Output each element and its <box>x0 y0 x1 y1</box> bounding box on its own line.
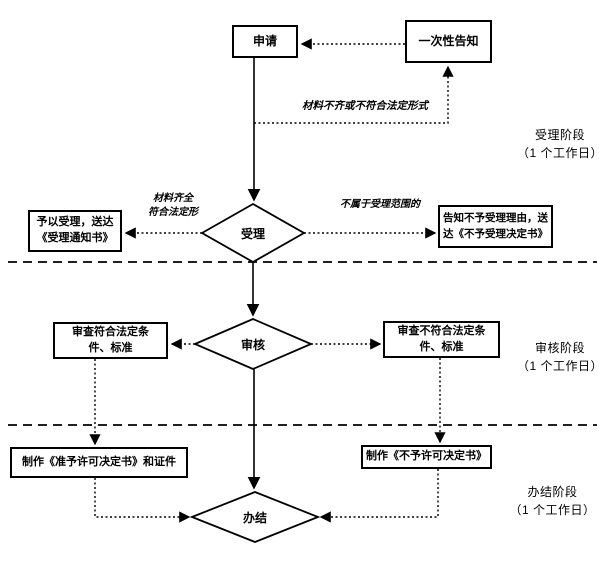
finish-diamond <box>189 491 321 543</box>
stage-label-review: 审核阶段 （1 个工作日） <box>516 341 603 373</box>
stage-label-acceptance: 受理阶段 （1 个工作日） <box>516 128 603 160</box>
notice-box: 一次性告知 <box>405 20 492 63</box>
grant-acceptance-box: 予以受理，送达 《受理通知书》 <box>28 210 122 252</box>
edge-label-out-of-scope: 不属于受理范围的 <box>340 199 420 210</box>
apply-box: 申请 <box>232 25 298 58</box>
accept-diamond <box>200 202 306 264</box>
review-diamond <box>192 318 314 370</box>
edge-branch-to-notice <box>254 65 454 124</box>
stage-label-completion: 办结阶段 （1 个工作日） <box>509 485 596 517</box>
reject-acceptance-box: 告知不予受理理由，送 达《不予受理决定书》 <box>438 205 553 248</box>
make-permit-box: 制作《准予许可决定书》和证件 <box>10 447 188 478</box>
accept-diamond-label: 受理 <box>240 226 265 241</box>
make-denial-box: 制作《不予许可决定书》 <box>361 445 492 469</box>
edge-denial-to-finish <box>319 469 439 523</box>
review-diamond-label: 审核 <box>240 337 265 352</box>
review-fail-box: 审查不符合法定条 件、标准 <box>383 321 500 358</box>
edge-permit-to-finish <box>94 478 191 523</box>
edge-label-materials-incomplete: 材料不齐或不符合法定形式 <box>302 100 428 112</box>
edge-label-materials-complete: 材料齐全 符合法定形 <box>148 193 198 218</box>
finish-diamond-label: 办结 <box>242 510 267 525</box>
review-pass-box: 审查符合法定条 件、标准 <box>53 322 168 359</box>
